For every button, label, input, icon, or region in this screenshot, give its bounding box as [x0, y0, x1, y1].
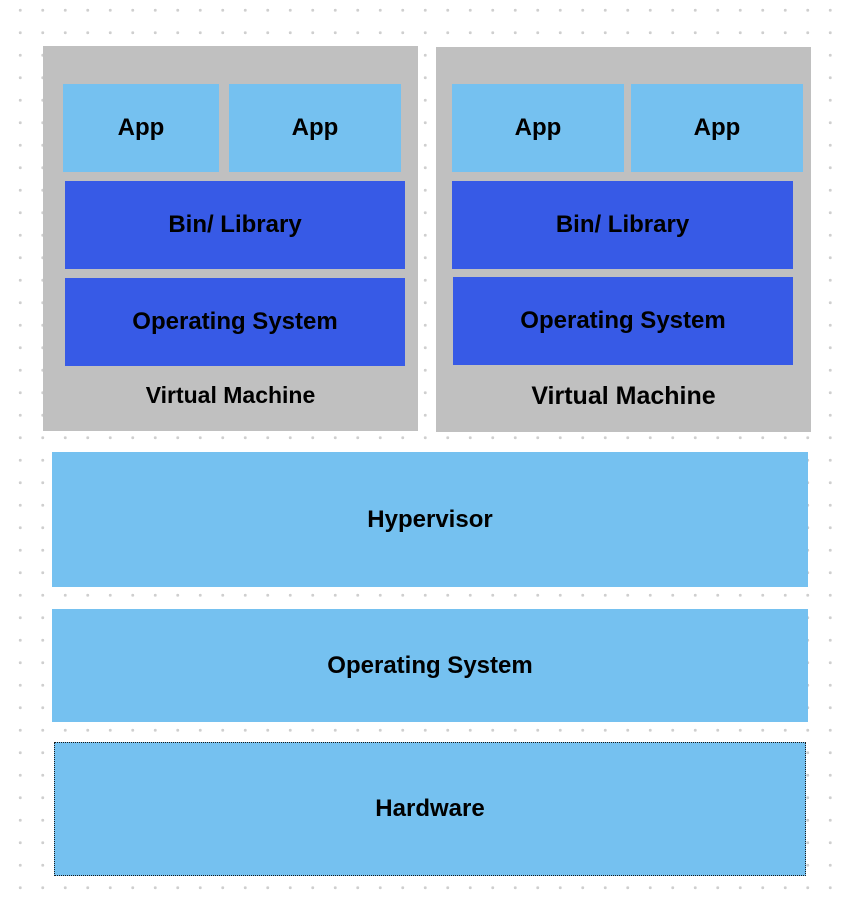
- vm2-operating-system: Operating System: [453, 277, 793, 365]
- vm2-app-1: App: [452, 84, 624, 172]
- host-operating-system-layer: Operating System: [52, 609, 808, 722]
- vm1-operating-system: Operating System: [65, 278, 405, 366]
- vm2-app-2: App: [631, 84, 803, 172]
- vm1-app-2: App: [229, 84, 401, 172]
- vm2-label: Virtual Machine: [531, 382, 716, 410]
- vm1-app-1: App: [63, 84, 219, 172]
- hardware-layer: Hardware: [54, 742, 806, 876]
- vm1-bin-library: Bin/ Library: [65, 181, 405, 269]
- vm2-bin-library: Bin/ Library: [452, 181, 793, 269]
- virtual-machine-1: App App Bin/ Library Operating System Vi…: [43, 46, 418, 431]
- virtual-machine-2: App App Bin/ Library Operating System Vi…: [436, 47, 811, 432]
- hypervisor-layer: Hypervisor: [52, 452, 808, 587]
- vm1-label: Virtual Machine: [145, 382, 316, 408]
